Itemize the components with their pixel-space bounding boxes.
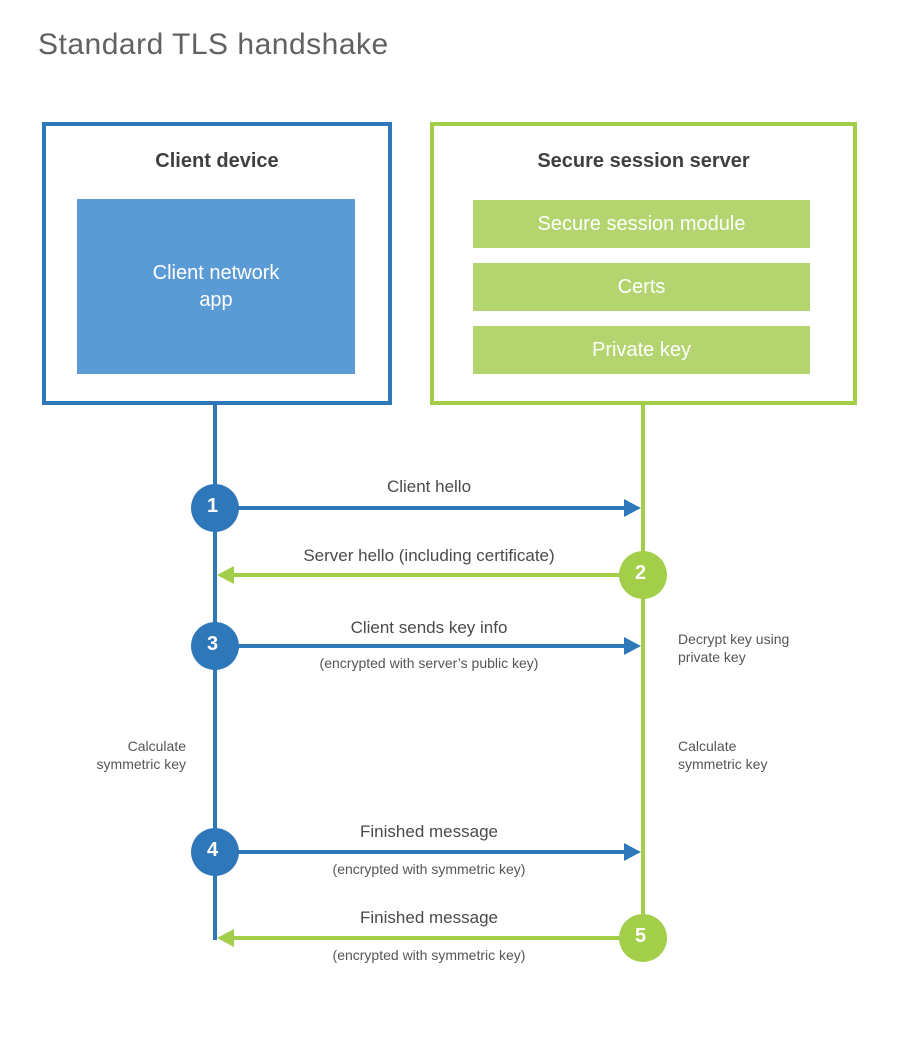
- message-sub-client-key-info: (encrypted with server’s public key): [319, 655, 539, 671]
- client-device-box: Client device Client network app: [42, 122, 392, 405]
- note-calc-client-line2: symmetric key: [96, 756, 186, 772]
- message-sub-finished-client: (encrypted with symmetric key): [332, 861, 526, 877]
- note-calc-symmetric-server: Calculate symmetric key: [678, 737, 767, 773]
- server-header: Secure session server: [537, 150, 750, 172]
- server-lifeline: [641, 405, 645, 938]
- note-decrypt-line1: Decrypt key using: [678, 631, 790, 647]
- arrow-line-step-4: [237, 850, 625, 854]
- arrowhead-right-step-1: [624, 499, 641, 517]
- arrow-line-step-3: [237, 644, 625, 648]
- message-label-client-hello: Client hello: [386, 477, 472, 496]
- note-calc-server-line1: Calculate: [678, 738, 737, 754]
- message-sub-finished-server: (encrypted with symmetric key): [332, 947, 526, 963]
- note-calc-client-line1: Calculate: [127, 738, 186, 754]
- arrowhead-left-step-5: [217, 929, 234, 947]
- message-label-finished-client: Finished message: [360, 822, 498, 841]
- note-decrypt-key: Decrypt key using private key: [678, 630, 789, 666]
- arrow-line-step-2: [233, 573, 621, 577]
- server-module-certs: Certs: [473, 263, 810, 311]
- arrowhead-right-step-3: [624, 637, 641, 655]
- client-lifeline: [213, 405, 217, 940]
- client-app-label-line2: app: [199, 288, 233, 311]
- message-label-server-hello: Server hello (including certificate): [303, 546, 555, 565]
- server-module-secure-session: Secure session module: [473, 200, 810, 248]
- arrow-line-step-1: [237, 506, 625, 510]
- message-label-client-key-info: Client sends key info: [350, 618, 508, 637]
- server-module-private-key: Private key: [473, 326, 810, 374]
- step-circle-2: 2: [619, 551, 667, 599]
- secure-session-server-box: Secure session server Secure session mod…: [430, 122, 857, 405]
- client-app-label-line1: Client network: [152, 261, 280, 284]
- step-circle-3: 3: [191, 622, 239, 670]
- message-label-finished-server: Finished message: [360, 908, 498, 927]
- arrow-line-step-5: [233, 936, 621, 940]
- note-calc-symmetric-client: Calculate symmetric key: [97, 737, 186, 773]
- step-circle-1: 1: [191, 484, 239, 532]
- step-circle-5: 5: [619, 914, 667, 962]
- page-title: Standard TLS handshake: [38, 28, 389, 61]
- note-calc-server-line2: symmetric key: [678, 756, 768, 772]
- client-device-header: Client device: [155, 150, 279, 172]
- client-network-app-rect: Client network app: [77, 199, 355, 374]
- step-circle-4: 4: [191, 828, 239, 876]
- arrowhead-right-step-4: [624, 843, 641, 861]
- note-decrypt-line2: private key: [678, 649, 746, 665]
- arrowhead-left-step-2: [217, 566, 234, 584]
